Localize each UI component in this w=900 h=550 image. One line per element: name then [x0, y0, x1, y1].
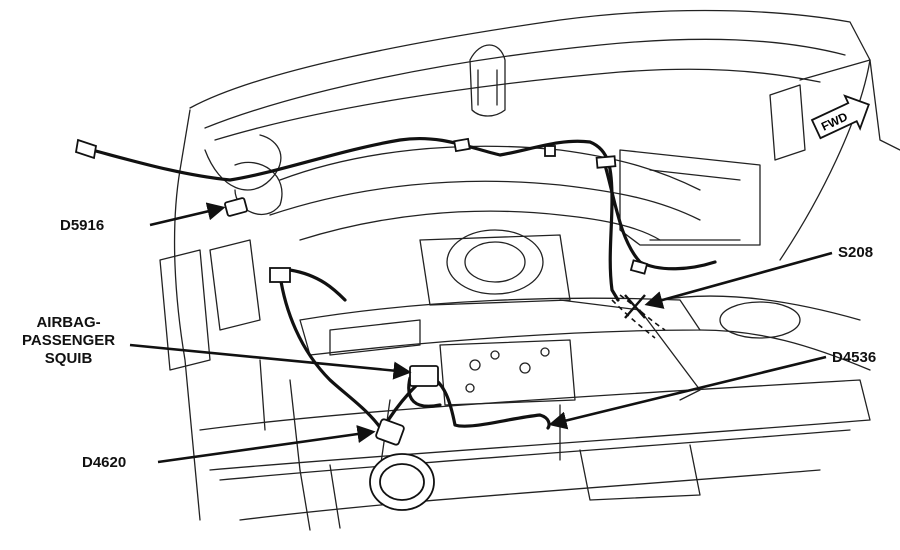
harness-branch-d4620 — [278, 273, 384, 432]
right-body-panel — [799, 59, 900, 151]
splice-x-mark — [624, 294, 646, 319]
hood-outline — [189, 9, 871, 261]
connector-d5916 — [224, 197, 248, 217]
harness-branch-squib — [288, 268, 347, 302]
leader-airbag-squib — [129, 343, 412, 380]
harness-main — [90, 136, 620, 302]
hood-inner-line — [204, 38, 846, 129]
callout-d5916: D5916 — [60, 217, 105, 234]
leader-d4620 — [157, 425, 376, 464]
lower-bracket — [439, 339, 576, 406]
callout-d4536: D4536 — [832, 349, 877, 366]
callout-airbag-passenger-squib: AIRBAG- PASSENGER SQUIB — [22, 314, 115, 368]
connector-end-left — [74, 138, 98, 160]
callout-airbag-line1: AIRBAG- — [36, 314, 101, 331]
lower-fascia — [199, 379, 871, 471]
harness-branch-right — [603, 163, 717, 271]
leader-d5916 — [149, 202, 226, 227]
upper-cross-member — [279, 145, 701, 191]
callout-d4620: D4620 — [82, 454, 127, 471]
callout-airbag-line3: SQUIB — [44, 350, 93, 367]
shock-tower — [446, 229, 544, 295]
hood-latch — [469, 44, 506, 117]
callout-s208: S208 — [838, 244, 874, 261]
left-headlamp-area — [173, 109, 201, 521]
connector-airbag-squib — [409, 365, 439, 387]
callout-airbag-line2: PASSENGER — [22, 332, 116, 349]
leader-s208 — [644, 251, 833, 309]
leader-d4536 — [548, 355, 827, 430]
radiator-support — [619, 149, 761, 246]
forward-arrow: FWD — [810, 94, 870, 140]
connector-d4620 — [375, 418, 405, 446]
